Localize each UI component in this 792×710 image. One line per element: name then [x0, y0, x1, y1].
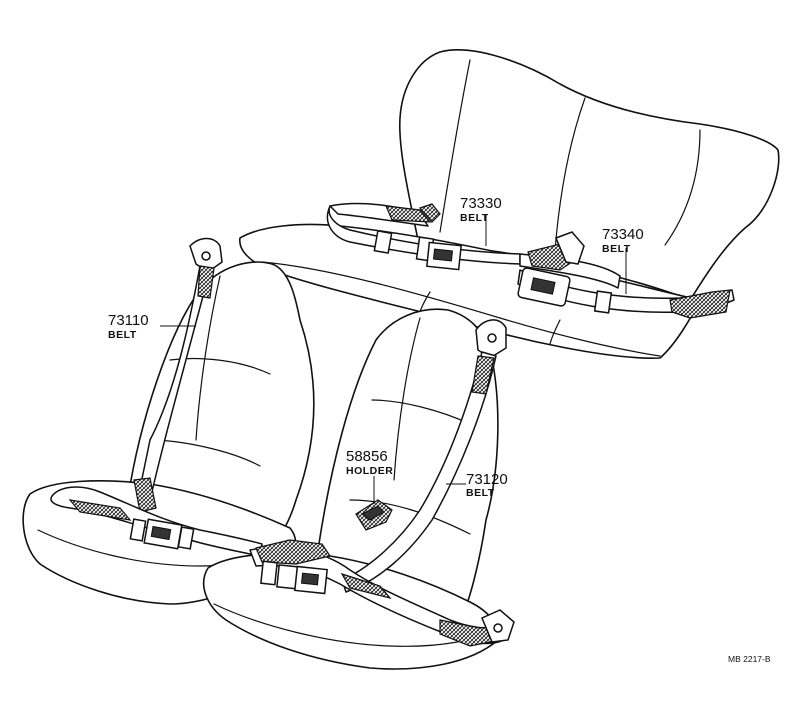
- part-name: BELT: [108, 329, 137, 341]
- part-name: HOLDER: [346, 465, 393, 477]
- part-number: 73330: [460, 195, 502, 212]
- part-name: BELT: [602, 243, 631, 255]
- front-left-belt-73110: [50, 237, 263, 557]
- belt-mesh-section: [385, 205, 432, 223]
- belt-adjuster: [177, 526, 195, 550]
- retractor-clip: [555, 231, 585, 265]
- rear-seat-back-seam: [439, 59, 471, 233]
- belt-adjuster: [260, 560, 278, 586]
- right-seat-back-seam: [371, 399, 471, 425]
- belt-mesh-section: [471, 355, 495, 395]
- right-seat-back-seam: [349, 499, 471, 535]
- buckle-button: [432, 248, 454, 262]
- buckle-button: [150, 525, 172, 541]
- belt-mesh-section: [340, 572, 392, 600]
- callout-73110: 73110 BELT: [108, 312, 196, 341]
- belt-mesh-section: [133, 477, 157, 513]
- buckle-mount: [255, 539, 331, 565]
- rear-belt-73340: [517, 231, 735, 319]
- holder-clip: [361, 505, 385, 521]
- callout-58856: 58856 HOLDER: [346, 448, 393, 504]
- part-number: 73340: [602, 226, 644, 243]
- anchor-bolt: [493, 623, 503, 633]
- part-name: BELT: [460, 212, 489, 224]
- part-number: 73120: [466, 471, 508, 488]
- belt-adjuster: [129, 518, 147, 542]
- part-number: 73110: [108, 312, 149, 329]
- anchor-bracket: [418, 203, 441, 223]
- callout-73330: 73330 BELT: [460, 195, 502, 246]
- anchor-bolt: [487, 333, 497, 343]
- front-right-belt-73120: [249, 319, 515, 647]
- buckle-button: [300, 572, 320, 586]
- rear-seat-cushion-seam: [549, 319, 561, 345]
- belt-mesh-section: [197, 265, 215, 299]
- diagram-reference-code: MB 2217-B: [728, 654, 771, 664]
- rear-seat-back-seam: [664, 129, 701, 246]
- right-seat-back-seam: [393, 317, 421, 481]
- callout-73120: 73120 BELT: [446, 471, 508, 499]
- left-seat-back-seam: [195, 275, 221, 441]
- buckle-button: [530, 277, 556, 295]
- belt-mesh-section: [669, 289, 731, 319]
- buckle-latch: [373, 230, 393, 254]
- anchor-bolt: [201, 251, 211, 261]
- rear-seat-cushion-seam: [261, 261, 661, 357]
- belt-adjuster: [593, 290, 613, 314]
- callout-73340: 73340 BELT: [602, 226, 644, 294]
- part-number: 58856: [346, 448, 388, 465]
- belt-mesh-section: [68, 499, 132, 521]
- callouts: 73330 BELT 73340 BELT 73110 BELT 58856 H…: [108, 195, 644, 504]
- rear-seat-back-seam: [554, 97, 586, 251]
- part-name: BELT: [466, 487, 495, 499]
- rear-belt-73330: [326, 202, 521, 271]
